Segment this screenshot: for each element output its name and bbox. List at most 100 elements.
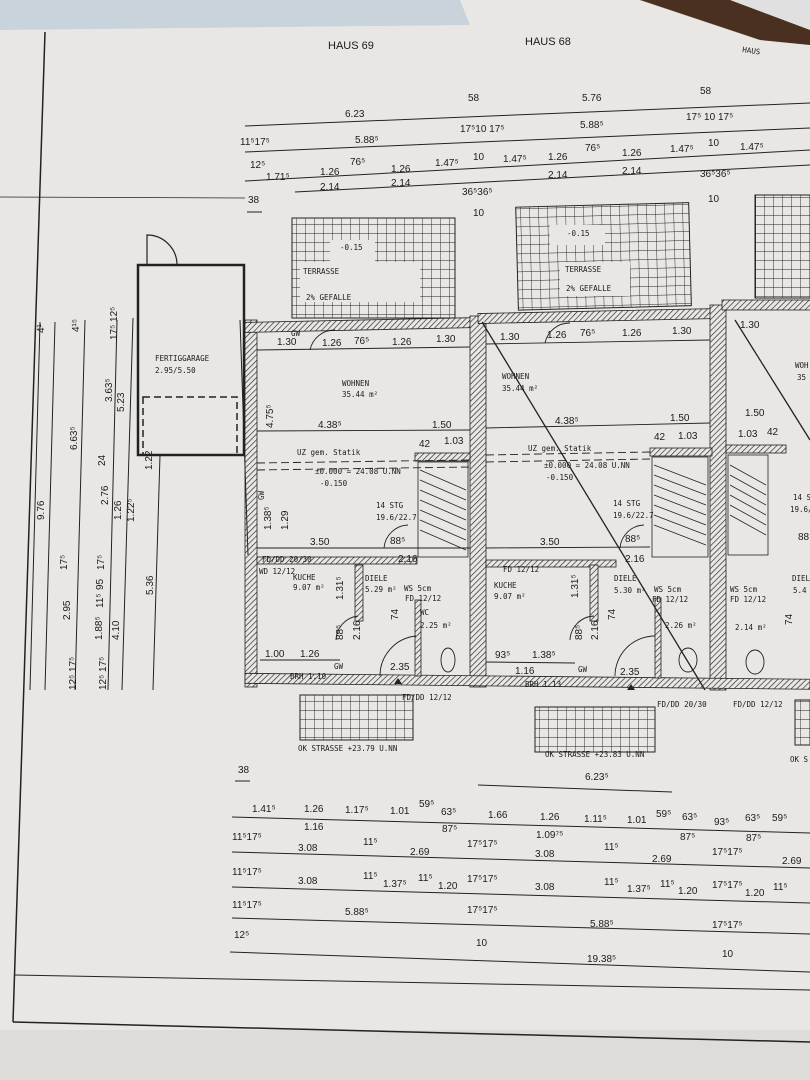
bottom-dims-label: 1.09⁷⁵ [536, 830, 563, 841]
bottom-dims-label: 11⁵17⁵ [232, 832, 262, 843]
top-dims-label: 2.14 [548, 170, 568, 181]
house69-label: 2.25 m² [420, 621, 452, 630]
terrace-level: -0.15 [340, 243, 363, 252]
house68-label: 4.38⁵ [555, 416, 579, 427]
left-dims-label: 17⁵ [96, 555, 107, 570]
top-dims-label: 2.14 [622, 166, 642, 177]
bottom-dims-label: 1.20 [678, 886, 698, 897]
house68-label: WOHNEN [502, 372, 529, 381]
bottom-dims-label: 1.16 [304, 822, 324, 833]
bottom-dims-label: 19.38⁵ [587, 954, 616, 965]
house69-label: 9.07 m² [293, 583, 325, 592]
top-dims-label: 17⁵ 10 17⁵ [686, 112, 733, 123]
bottom-dims-label: 5.88⁵ [590, 919, 614, 930]
left-dims-label: 6.63⁵ [69, 426, 80, 450]
bottom-dims-label: 3.08 [535, 882, 555, 893]
house67-label: FD 12/12 [730, 595, 766, 604]
left-dims-label: 11⁵ [95, 593, 106, 608]
top-dims-label: 6.23 [345, 109, 365, 120]
top-dims-label: 2.14 [320, 182, 340, 193]
house68-label: 2.35 [620, 667, 640, 678]
house68-label: 1.03 [678, 431, 698, 442]
house68-label: 1.26 [622, 328, 642, 339]
house68-label: 1.26 [547, 330, 567, 341]
garage-name: FERTIGGARAGE [155, 354, 210, 363]
bottom-dims-label: 11⁵ [604, 877, 619, 888]
house67-label: 35 [797, 373, 806, 382]
bottom-dims-label: 87⁵ [442, 824, 457, 835]
house68-label: 76⁵ [580, 328, 595, 339]
house69-label: 14 STG [376, 501, 404, 510]
headers-label: HAUS 69 [328, 40, 374, 52]
top-dims-label: 10 [473, 152, 485, 163]
house68-label: 35.44 m² [502, 384, 538, 393]
entrance-steps [299, 678, 810, 753]
terrace-slope: 2% GEFALLE [306, 293, 352, 302]
bottom-dims-label: 1.66 [488, 810, 508, 821]
garage-size: 2.95/5.50 [155, 366, 196, 375]
house68-label: 2.26 m² [665, 621, 697, 630]
house68-label: 3.50 [540, 537, 560, 548]
bottom-dims-label: 1.37⁵ [627, 884, 651, 895]
top-dims-label: 2.14 [391, 178, 411, 189]
top-dims-label: 76⁵ [585, 143, 600, 154]
house67-label: 2.14 m² [735, 623, 767, 632]
bottom-dims-label: 17⁵17⁵ [712, 847, 743, 858]
left-dims-label: 1.88⁵ [94, 616, 105, 640]
house69-label: 1.50 [432, 420, 452, 431]
house69-label: 42 [419, 439, 431, 450]
house67-label: FD/DD 12/12 [733, 700, 783, 709]
house69-label: 1.29 [280, 510, 291, 530]
top-dims-label: 1.26 [320, 167, 340, 178]
house67-label: 19.6/22 [790, 505, 810, 514]
left-dims-label: 17⁵ 12⁵ [109, 307, 120, 340]
bottom-dims-label: 1.20 [438, 881, 458, 892]
top-dims-label: 10 [708, 194, 720, 205]
bottom-dims-label: 5.88⁵ [345, 907, 369, 918]
bottom-dims-label: 11⁵ [418, 873, 433, 884]
house69-label: GW [257, 490, 266, 500]
house69-label: 74 [390, 608, 401, 620]
bottom-dims-label: 1.20 [745, 888, 765, 899]
top-dims-label: 1.47⁵ [503, 154, 527, 165]
house68-label: -0.150 [546, 473, 574, 482]
left-dims-label: 1.26 [113, 500, 124, 520]
left-dims-label: 3.63⁵ [104, 378, 115, 402]
house69-label: 88⁵ [390, 536, 405, 547]
bottom-dims-label: 87⁵ [746, 833, 761, 844]
house69-label: 1.03 [444, 436, 464, 447]
house68-label: 2.16 [625, 554, 645, 565]
house68-label: BRH 1.13 [525, 680, 561, 689]
bottom-dims-label: 11⁵ [363, 837, 378, 848]
house69-label: 1.30 [277, 337, 297, 348]
left-dims-label: 4.10 [111, 620, 122, 640]
house67-label: 1.03 [738, 429, 758, 440]
bottom-dims-label: 1.11⁵ [584, 814, 607, 825]
bottom-dims-label: 63⁵ [441, 807, 456, 818]
house69-label: KUCHE [293, 573, 316, 582]
left-dims-label: 1.22 [144, 450, 155, 470]
house69-label: -0.150 [320, 479, 348, 488]
house69-label: BRH 1.10 [290, 672, 327, 681]
top-dims-label: 36⁵36⁵ [700, 169, 731, 180]
house69-label: 3.50 [310, 537, 330, 548]
top-dims-label: 1.26 [391, 164, 411, 175]
bottom-dims-label: 10 [476, 938, 488, 949]
house69-label: GW [291, 329, 301, 338]
left-dims-label: 12⁵ 17⁵ [98, 657, 109, 690]
bottom-dims-label: 1.17⁵ [345, 805, 369, 816]
top-dims-label: 5.88⁵ [355, 135, 379, 146]
top-dims-label: 36⁵36⁵ [462, 187, 493, 198]
house69-label: 1.26 [300, 649, 320, 660]
house67-label: 74 [784, 613, 795, 625]
paper-margin [0, 1030, 810, 1080]
drawing-frame [0, 31, 810, 1043]
staircases [417, 454, 769, 558]
bottom-dims-label: 17⁵17⁵ [712, 920, 743, 931]
bottom-dims-label: 17⁵17⁵ [712, 880, 743, 891]
house69-label: GW [334, 662, 344, 671]
left-dims-label: 5.23 [116, 392, 127, 412]
house68-label: 1.30 [500, 332, 520, 343]
